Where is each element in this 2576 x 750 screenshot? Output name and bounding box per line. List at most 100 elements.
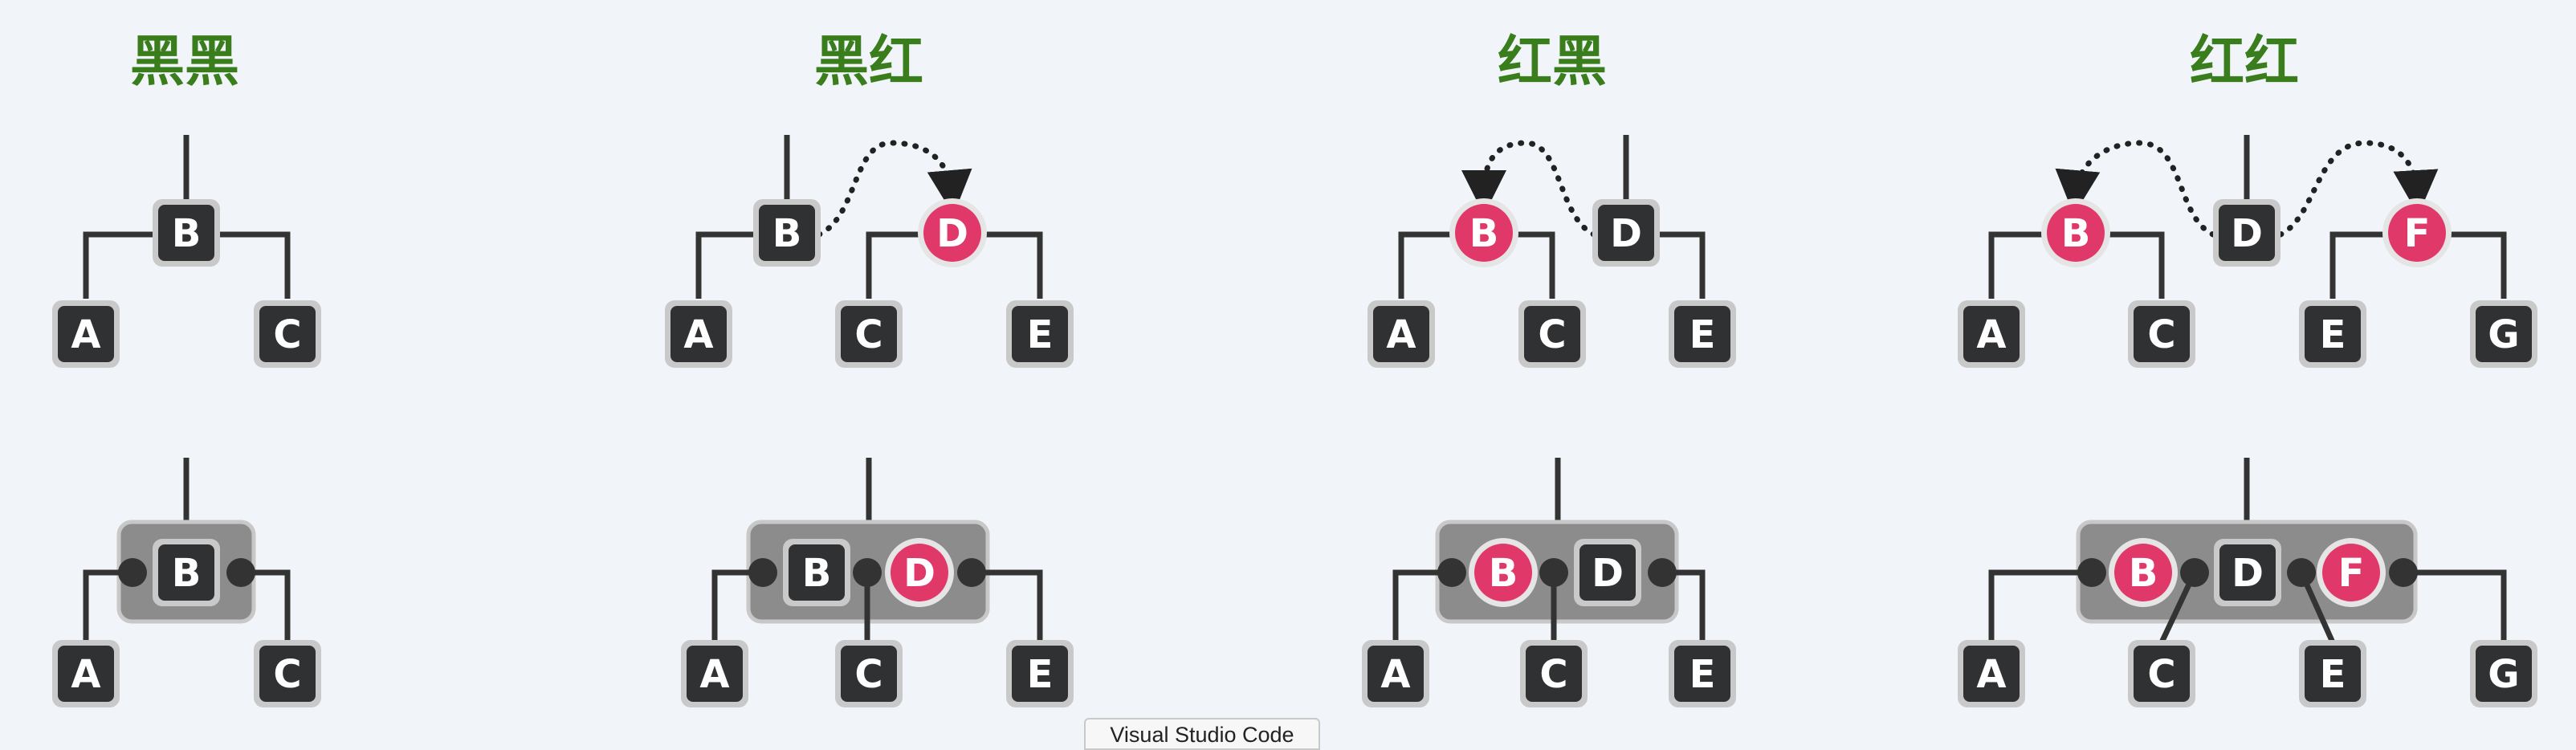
tree-node: F bbox=[2382, 198, 2452, 267]
btree-child: G bbox=[2470, 640, 2537, 707]
tree-node: E bbox=[1006, 300, 1074, 368]
tree-node: B bbox=[1449, 198, 1518, 267]
svg-text:G: G bbox=[2488, 312, 2519, 357]
btree-child-edge bbox=[1988, 569, 2092, 642]
btree-key: B bbox=[1469, 538, 1538, 607]
btree-child: C bbox=[254, 640, 321, 707]
svg-text:A: A bbox=[71, 652, 100, 697]
btree-port bbox=[1437, 558, 1466, 587]
svg-text:D: D bbox=[936, 211, 968, 256]
tree-node: D bbox=[918, 198, 987, 267]
tree-node: A bbox=[52, 300, 120, 368]
tree-node: A bbox=[1958, 300, 2025, 368]
btree-port bbox=[1539, 558, 1568, 587]
btree-child: A bbox=[52, 640, 120, 707]
panel-title-red-black: 红黑 bbox=[1498, 31, 1607, 94]
btree-key: F bbox=[2317, 538, 2386, 607]
btree-key: D bbox=[2214, 539, 2281, 606]
tree-node: B bbox=[2041, 198, 2110, 267]
tree-node: C bbox=[2128, 300, 2195, 368]
svg-text:G: G bbox=[2488, 652, 2519, 697]
svg-text:A: A bbox=[71, 312, 100, 357]
btree-port bbox=[957, 558, 986, 587]
svg-text:E: E bbox=[2320, 312, 2346, 357]
svg-text:C: C bbox=[273, 652, 301, 697]
svg-text:F: F bbox=[2404, 211, 2431, 256]
btree-port bbox=[226, 558, 255, 587]
btree-port bbox=[2389, 558, 2418, 587]
btree-child-edge bbox=[2403, 569, 2507, 642]
svg-text:D: D bbox=[2232, 551, 2264, 596]
svg-text:A: A bbox=[1386, 312, 1416, 357]
btree-child: A bbox=[1362, 640, 1429, 707]
rotation-arrow bbox=[1461, 140, 1597, 238]
btree-child-edge bbox=[241, 569, 291, 642]
tree-node: E bbox=[2299, 300, 2366, 368]
svg-text:D: D bbox=[1610, 211, 1642, 256]
btree-key: B bbox=[153, 539, 220, 606]
btree-key: B bbox=[783, 539, 850, 606]
panel-red-red: B D F A C E G bbox=[1958, 135, 2537, 707]
tree-node: C bbox=[835, 300, 903, 368]
panel-title-black-red: 黑红 bbox=[814, 31, 923, 94]
svg-text:B: B bbox=[172, 211, 202, 256]
btree-child-edge bbox=[83, 569, 132, 642]
taskbar-tooltip: Visual Studio Code bbox=[1084, 718, 1320, 750]
tree-edges bbox=[695, 135, 1043, 299]
svg-text:C: C bbox=[854, 312, 882, 357]
tree-node: C bbox=[1518, 300, 1586, 368]
svg-text:E: E bbox=[1689, 652, 1716, 697]
btree-child: C bbox=[1520, 640, 1588, 707]
btree-child-edge bbox=[711, 569, 763, 642]
tree-node: A bbox=[1367, 300, 1435, 368]
btree-port bbox=[853, 558, 882, 587]
svg-text:B: B bbox=[2129, 551, 2158, 596]
btree-child: E bbox=[1006, 640, 1074, 707]
svg-text:A: A bbox=[683, 312, 713, 357]
svg-text:C: C bbox=[273, 312, 301, 357]
btree-port bbox=[2180, 558, 2209, 587]
svg-text:A: A bbox=[1976, 312, 2006, 357]
panel-black-black: B A C B A C bbox=[52, 135, 321, 707]
svg-text:C: C bbox=[2147, 652, 2175, 697]
svg-text:B: B bbox=[802, 551, 832, 596]
svg-text:A: A bbox=[1976, 652, 2006, 697]
btree-child: C bbox=[835, 640, 903, 707]
btree-child: E bbox=[2299, 640, 2366, 707]
svg-text:A: A bbox=[699, 652, 729, 697]
btree-port bbox=[748, 558, 777, 587]
panel-red-black: B D A C E bbox=[1362, 135, 1736, 707]
svg-text:E: E bbox=[1027, 312, 1054, 357]
tree-node: D bbox=[2213, 199, 2280, 267]
svg-text:B: B bbox=[772, 211, 802, 256]
rotation-arrow bbox=[2277, 140, 2439, 238]
tree-node: C bbox=[254, 300, 321, 368]
tree-node: G bbox=[2470, 300, 2537, 368]
svg-text:A: A bbox=[1380, 652, 1410, 697]
svg-text:E: E bbox=[1027, 652, 1054, 697]
svg-text:B: B bbox=[2061, 211, 2091, 256]
btree-child-edge bbox=[1392, 569, 1452, 642]
svg-text:C: C bbox=[1539, 652, 1567, 697]
btree-child: A bbox=[681, 640, 748, 707]
panel-title-black-black: 黑黑 bbox=[130, 31, 239, 94]
tree-node: B bbox=[753, 199, 821, 267]
rotation-arrow bbox=[816, 140, 972, 238]
svg-text:C: C bbox=[1538, 312, 1566, 357]
panel-black-red: B D A C E bbox=[665, 135, 1074, 707]
btree-child: A bbox=[1958, 640, 2025, 707]
rotation-arrow bbox=[2055, 140, 2216, 238]
tree-node: B bbox=[153, 199, 220, 267]
svg-text:B: B bbox=[1489, 551, 1518, 596]
btree-child: C bbox=[2128, 640, 2195, 707]
btree-port bbox=[1648, 558, 1677, 587]
svg-text:E: E bbox=[2320, 652, 2346, 697]
btree-key: D bbox=[885, 538, 954, 607]
tree-edges bbox=[83, 135, 291, 299]
tree-edges bbox=[1988, 135, 2507, 299]
svg-text:C: C bbox=[854, 652, 882, 697]
tree-node: A bbox=[665, 300, 732, 368]
tree-node: E bbox=[1669, 300, 1736, 368]
btree-port bbox=[2077, 558, 2106, 587]
